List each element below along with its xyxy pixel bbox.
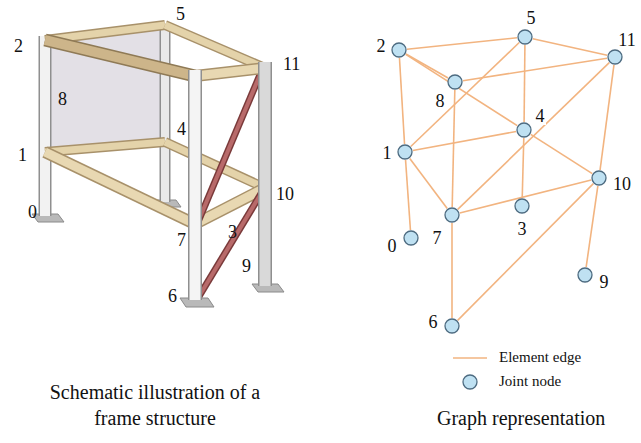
callout-number: 1 xyxy=(18,146,27,164)
node-number: 2 xyxy=(376,37,387,55)
element-edge xyxy=(463,58,607,81)
node-number: 9 xyxy=(599,273,610,291)
joint-circle xyxy=(517,29,533,45)
callout-number: 4 xyxy=(177,120,186,138)
joint-circle xyxy=(516,122,532,138)
joint-node: 2 xyxy=(391,42,407,58)
node-number: 6 xyxy=(428,313,439,331)
element-edge xyxy=(600,65,614,170)
node-number: 4 xyxy=(535,107,546,125)
callout-number: 6 xyxy=(168,287,177,305)
node-number: 7 xyxy=(432,229,443,247)
joint-circle xyxy=(591,170,607,186)
joint-node: 4 xyxy=(516,122,532,138)
node-number: 10 xyxy=(612,175,632,193)
joint-circle xyxy=(607,49,623,65)
joint-node: 1 xyxy=(397,144,413,160)
beams-top xyxy=(45,25,265,76)
node-number: 8 xyxy=(435,92,446,110)
callout-number: 7 xyxy=(177,231,186,249)
joint-node: 9 xyxy=(577,267,593,283)
callout-number: 10 xyxy=(276,185,294,203)
element-edge xyxy=(452,90,455,207)
element-edge xyxy=(524,45,526,122)
joint-circle xyxy=(514,198,530,214)
callout-number: 8 xyxy=(58,90,67,108)
element-edge xyxy=(458,63,610,210)
joint-node: 3 xyxy=(514,198,530,214)
node-sample xyxy=(463,375,477,389)
joint-node: 6 xyxy=(444,318,460,334)
beams-mid xyxy=(45,142,265,224)
joint-node: 10 xyxy=(591,170,607,186)
joint-circle xyxy=(444,207,460,223)
element-edge xyxy=(411,43,519,147)
joint-node: 7 xyxy=(444,207,460,223)
joint-node: 8 xyxy=(447,74,463,90)
joint-node: 0 xyxy=(403,230,419,246)
legend-text: Element edge xyxy=(499,348,581,368)
joint-circle xyxy=(391,42,407,58)
element-edge xyxy=(413,131,516,150)
joint-circle xyxy=(577,267,593,283)
caption: Graph representation xyxy=(437,405,605,431)
element-edge xyxy=(460,180,591,213)
callout-number: 11 xyxy=(283,55,300,73)
joint-circle xyxy=(444,318,460,334)
element-edge xyxy=(531,134,593,173)
joint-circle xyxy=(403,230,419,246)
columns-front xyxy=(195,62,265,300)
braces xyxy=(198,70,262,298)
element-edge xyxy=(406,160,411,230)
node-number: 5 xyxy=(526,9,537,27)
node-number: 3 xyxy=(517,220,528,238)
element-edge xyxy=(452,223,453,318)
element-edge xyxy=(407,38,517,49)
callout-number: 9 xyxy=(242,257,251,275)
joint-node: 5 xyxy=(517,29,533,45)
element-edge xyxy=(533,39,607,56)
callout-number: 0 xyxy=(28,203,37,221)
joint-node: 11 xyxy=(607,49,623,65)
node-number: 1 xyxy=(382,144,393,162)
caption: Schematic illustration of a frame struct… xyxy=(30,379,280,431)
callout-number: 5 xyxy=(176,5,185,23)
joint-circle xyxy=(447,74,463,90)
node-number: 11 xyxy=(617,31,636,49)
node-number: 0 xyxy=(387,237,398,255)
callout-number: 3 xyxy=(228,223,237,241)
element-edge xyxy=(410,158,447,208)
element-edge xyxy=(406,54,518,125)
element-edge xyxy=(458,184,594,321)
edge-sample xyxy=(453,357,487,359)
legend-text: Joint node xyxy=(499,372,561,392)
element-edge xyxy=(522,138,524,198)
joint-circle xyxy=(397,144,413,160)
callout-number: 2 xyxy=(14,37,23,55)
element-edge xyxy=(399,58,404,144)
element-edge xyxy=(586,186,598,267)
